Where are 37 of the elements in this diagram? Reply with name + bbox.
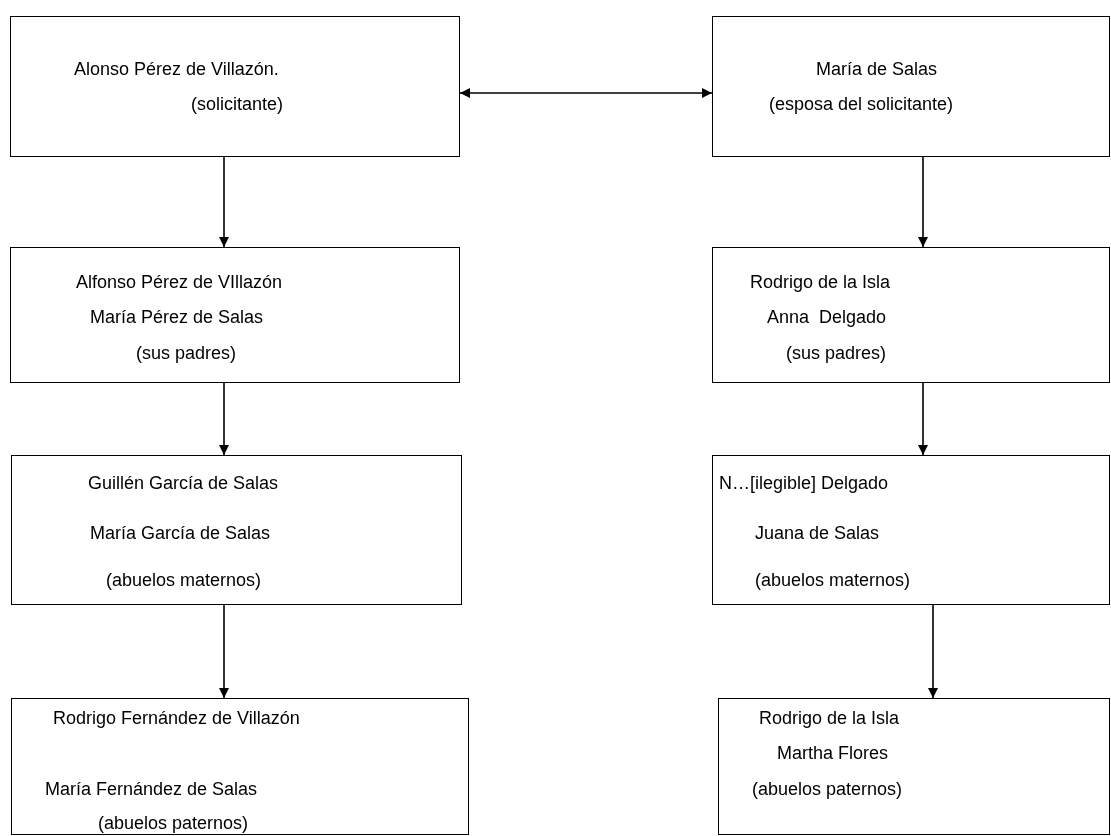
relation-label: (abuelos maternos) <box>755 570 911 590</box>
relation-label: (sus padres) <box>136 343 237 363</box>
person-name: N…[ilegible] Delgado <box>719 473 889 493</box>
arrow <box>219 156 229 248</box>
arrow <box>219 604 229 699</box>
arrow <box>459 88 713 98</box>
person-name: Rodrigo de la Isla <box>759 708 900 728</box>
person-name: Rodrigo de la Isla <box>750 272 891 292</box>
relation-label: (abuelos maternos) <box>106 570 262 590</box>
relation-label: (solicitante) <box>191 94 284 114</box>
person-box <box>712 247 1110 383</box>
person-box <box>11 698 469 835</box>
person-box <box>712 455 1110 605</box>
arrow <box>928 604 938 699</box>
person-box <box>712 16 1110 157</box>
arrow <box>918 382 928 456</box>
arrow <box>219 382 229 456</box>
person-box <box>10 247 460 383</box>
person-name: Rodrigo Fernández de Villazón <box>53 708 300 728</box>
relation-label: (abuelos paternos) <box>98 813 249 833</box>
arrow <box>918 156 928 248</box>
person-name: Martha Flores <box>777 743 889 763</box>
person-name: Juana de Salas <box>755 523 880 543</box>
relation-label: (abuelos paternos) <box>752 779 903 799</box>
relation-label: (sus padres) <box>786 343 887 363</box>
person-name: Alonso Pérez de Villazón. <box>74 59 279 79</box>
person-name: Alfonso Pérez de VIllazón <box>76 272 283 292</box>
person-name: María Pérez de Salas <box>90 307 264 327</box>
person-box <box>718 698 1110 835</box>
person-name: Anna Delgado <box>767 307 887 327</box>
relation-label: (esposa del solicitante) <box>769 94 954 114</box>
person-box <box>10 16 460 157</box>
person-name: María de Salas <box>816 59 938 79</box>
person-box <box>11 455 462 605</box>
person-name: María Fernández de Salas <box>45 779 258 799</box>
person-name: Guillén García de Salas <box>88 473 279 493</box>
person-name: María García de Salas <box>90 523 271 543</box>
